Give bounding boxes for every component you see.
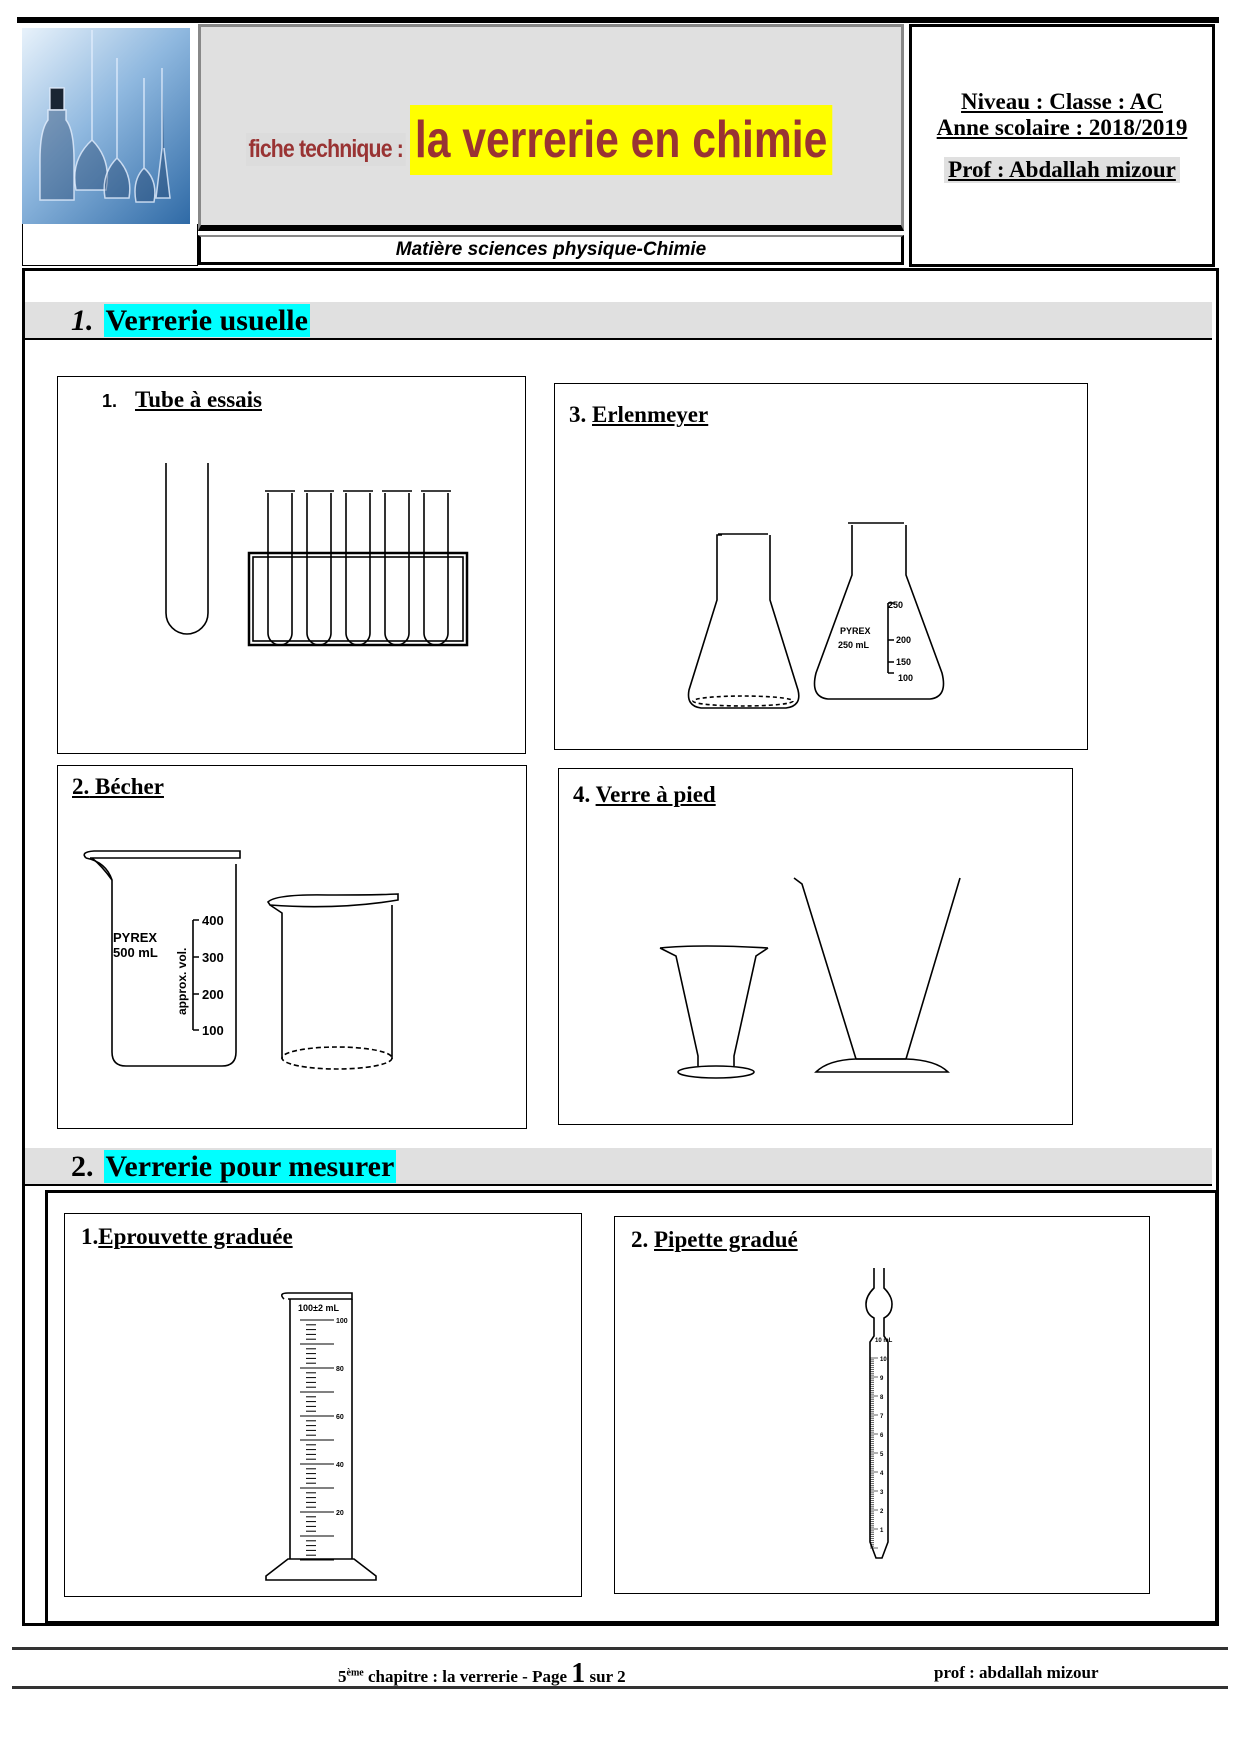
tick-label: 3: [880, 1490, 884, 1496]
tick-label: 10: [880, 1357, 887, 1363]
tick-label: 2: [880, 1509, 884, 1515]
tick-label: 150: [896, 657, 911, 667]
item-title: Verre à pied: [595, 782, 716, 807]
conical-glass-icon: [659, 945, 769, 1079]
erlenmeyer-volume: 250 mL: [838, 640, 870, 650]
tick-label: 60: [336, 1414, 344, 1421]
item-title: Eprouvette graduée: [98, 1224, 293, 1249]
footer-bottom-rule: [12, 1686, 1228, 1689]
tick-label: 20: [336, 1510, 344, 1517]
tick-label: 100: [336, 1318, 348, 1325]
card-erlenmeyer: 3. Erlenmeyer: [554, 383, 1088, 750]
graduated-pipette-icon: 10 mL 10 9 8 7 6 5 4 3 2 1: [865, 1268, 893, 1559]
stemmed-glass-icon: [793, 877, 961, 1073]
tick-label: 5: [880, 1452, 884, 1458]
rack-tube: [265, 490, 295, 646]
cylinder-capacity: 100±2 mL: [298, 1303, 339, 1313]
rack-tube: [343, 490, 373, 646]
header-frame: [17, 17, 1219, 269]
section-2-heading: 2. Verrerie pour mesurer: [25, 1148, 1212, 1186]
info-box: Niveau : Classe : AC Anne scolaire : 201…: [909, 24, 1215, 267]
rack-tube: [382, 490, 412, 646]
item-title: Bécher: [95, 774, 164, 799]
tick-label: 200: [202, 987, 224, 1002]
tick-label: 100: [202, 1023, 224, 1038]
item-title: Tube à essais: [135, 387, 262, 412]
tick-label: 400: [202, 913, 224, 928]
beaker-graduated-icon: PYREX 500 mL approx. vol. 400 300 200 10…: [83, 850, 241, 1067]
rack-tube: [421, 490, 451, 646]
glassware-photo-icon: [39, 30, 171, 203]
card-pipette: 2. Pipette gradué: [614, 1216, 1150, 1594]
tick-label: 300: [202, 950, 224, 965]
card-becher: 2. Bécher: [57, 765, 527, 1129]
item-title: Erlenmeyer: [592, 402, 709, 427]
section-number: 2.: [71, 1150, 94, 1183]
beaker-brand: PYREX: [113, 930, 157, 945]
chapter-text: chapitre : la verrerie - Page: [363, 1667, 572, 1686]
item-number: 3.: [569, 402, 587, 427]
page-total: sur 2: [585, 1667, 626, 1686]
tick-label: 80: [336, 1366, 344, 1373]
graduated-cylinder-icon: 100±2 mL 100 80 60 40 20: [265, 1292, 377, 1581]
beaker-volume: 500 mL: [113, 945, 158, 960]
test-tube-rack-icon: [247, 490, 469, 647]
test-tube-icon: [165, 463, 209, 635]
main-frame: [22, 268, 1219, 1626]
tick-label: 6: [880, 1433, 884, 1439]
page-title: la verrerie en chimie: [410, 105, 833, 175]
item-number: 1.: [81, 1224, 99, 1249]
item-number: 1.: [102, 391, 118, 411]
footer-chapter: 5ème chapitre : la verrerie - Page 1 sur…: [338, 1658, 626, 1690]
item-number: 2.: [72, 774, 90, 799]
niveau-text: Niveau : Classe : AC: [961, 89, 1163, 114]
tick-label: 1: [880, 1528, 884, 1534]
header-left-cell: [22, 224, 198, 266]
section-number: 1.: [71, 304, 94, 337]
erlenmeyer-brand: PYREX: [840, 626, 871, 636]
subject-line: Matière sciences physique-Chimie: [198, 235, 904, 265]
tick-label: 200: [896, 635, 911, 645]
erlenmeyer-icon: [687, 533, 800, 709]
fiche-label: fiche technique :: [246, 133, 406, 166]
section-title: Verrerie pour mesurer: [103, 1150, 397, 1183]
item-title: Pipette gradué: [654, 1227, 798, 1252]
tick-label: 250: [888, 600, 903, 610]
tick-label: 100: [898, 673, 913, 683]
footer-top-rule: [12, 1647, 1228, 1650]
chapter-sup: ème: [346, 1667, 364, 1679]
tick-label: 40: [336, 1462, 344, 1469]
tick-label: 9: [880, 1376, 884, 1382]
item-number: 2.: [631, 1227, 649, 1252]
pipette-capacity: 10 mL: [875, 1338, 893, 1344]
tick-label: 8: [880, 1395, 884, 1401]
section-title: Verrerie usuelle: [103, 304, 310, 337]
annee-text: Anne scolaire : 2018/2019: [936, 115, 1188, 140]
section-1-heading: 1. Verrerie usuelle: [25, 302, 1212, 340]
card-verre-a-pied: 4. Verre à pied: [558, 768, 1073, 1125]
card-eprouvette: 1.Eprouvette graduée: [64, 1213, 582, 1597]
prof-text: Prof : Abdallah mizour: [944, 157, 1180, 183]
rack-tube: [304, 490, 334, 646]
footer-author: prof : abdallah mizour: [934, 1663, 1099, 1682]
glassware-photo: [22, 28, 190, 224]
item-number: 4.: [573, 782, 591, 807]
erlenmeyer-graduated-icon: PYREX 250 mL 250 200 150 100: [813, 522, 945, 700]
beaker-icon: [266, 893, 399, 1070]
beaker-approx-label: approx. vol.: [175, 948, 189, 1015]
page-number: 1: [571, 1658, 586, 1689]
card-tube-a-essais: 1. Tube à essais: [57, 376, 526, 754]
section-2-frame: [45, 1190, 1218, 1624]
chapter-number: 5: [338, 1667, 347, 1686]
tick-label: 4: [880, 1471, 884, 1477]
tick-label: 7: [880, 1414, 884, 1420]
